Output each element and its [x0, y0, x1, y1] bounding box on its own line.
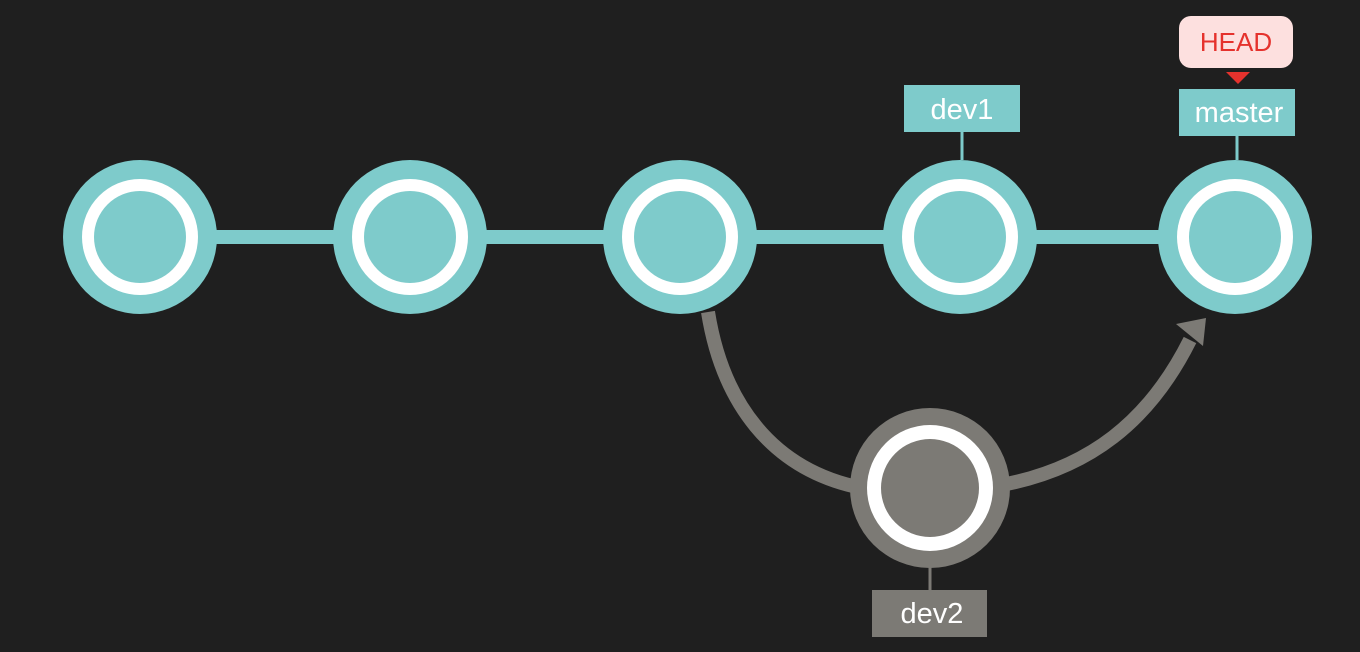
head-label-text: HEAD: [1200, 27, 1272, 57]
edge-c3-c6: [701, 310, 864, 495]
head-pointer: HEAD: [1179, 16, 1293, 84]
commit-c3: [603, 160, 757, 314]
ref-stems: [928, 132, 1239, 592]
commit-c1: [63, 160, 217, 314]
commit-c5: [1158, 160, 1312, 314]
dev1-label-text: dev1: [931, 94, 994, 126]
master-label-text: master: [1195, 97, 1284, 129]
commit-c6: [850, 408, 1010, 568]
side-branch-edges: [701, 310, 1206, 495]
merge-arrowhead: [1176, 318, 1206, 346]
commit-c4: [883, 160, 1037, 314]
ref-label-dev2: dev2: [872, 590, 987, 637]
ref-label-dev1: dev1: [904, 85, 1020, 132]
commit-c2: [333, 160, 487, 314]
edge-c6-c5-merge: [994, 336, 1197, 493]
dev2-label-text: dev2: [901, 598, 964, 630]
head-pointer-arrow: [1226, 72, 1250, 84]
ref-label-master: master: [1179, 89, 1295, 136]
